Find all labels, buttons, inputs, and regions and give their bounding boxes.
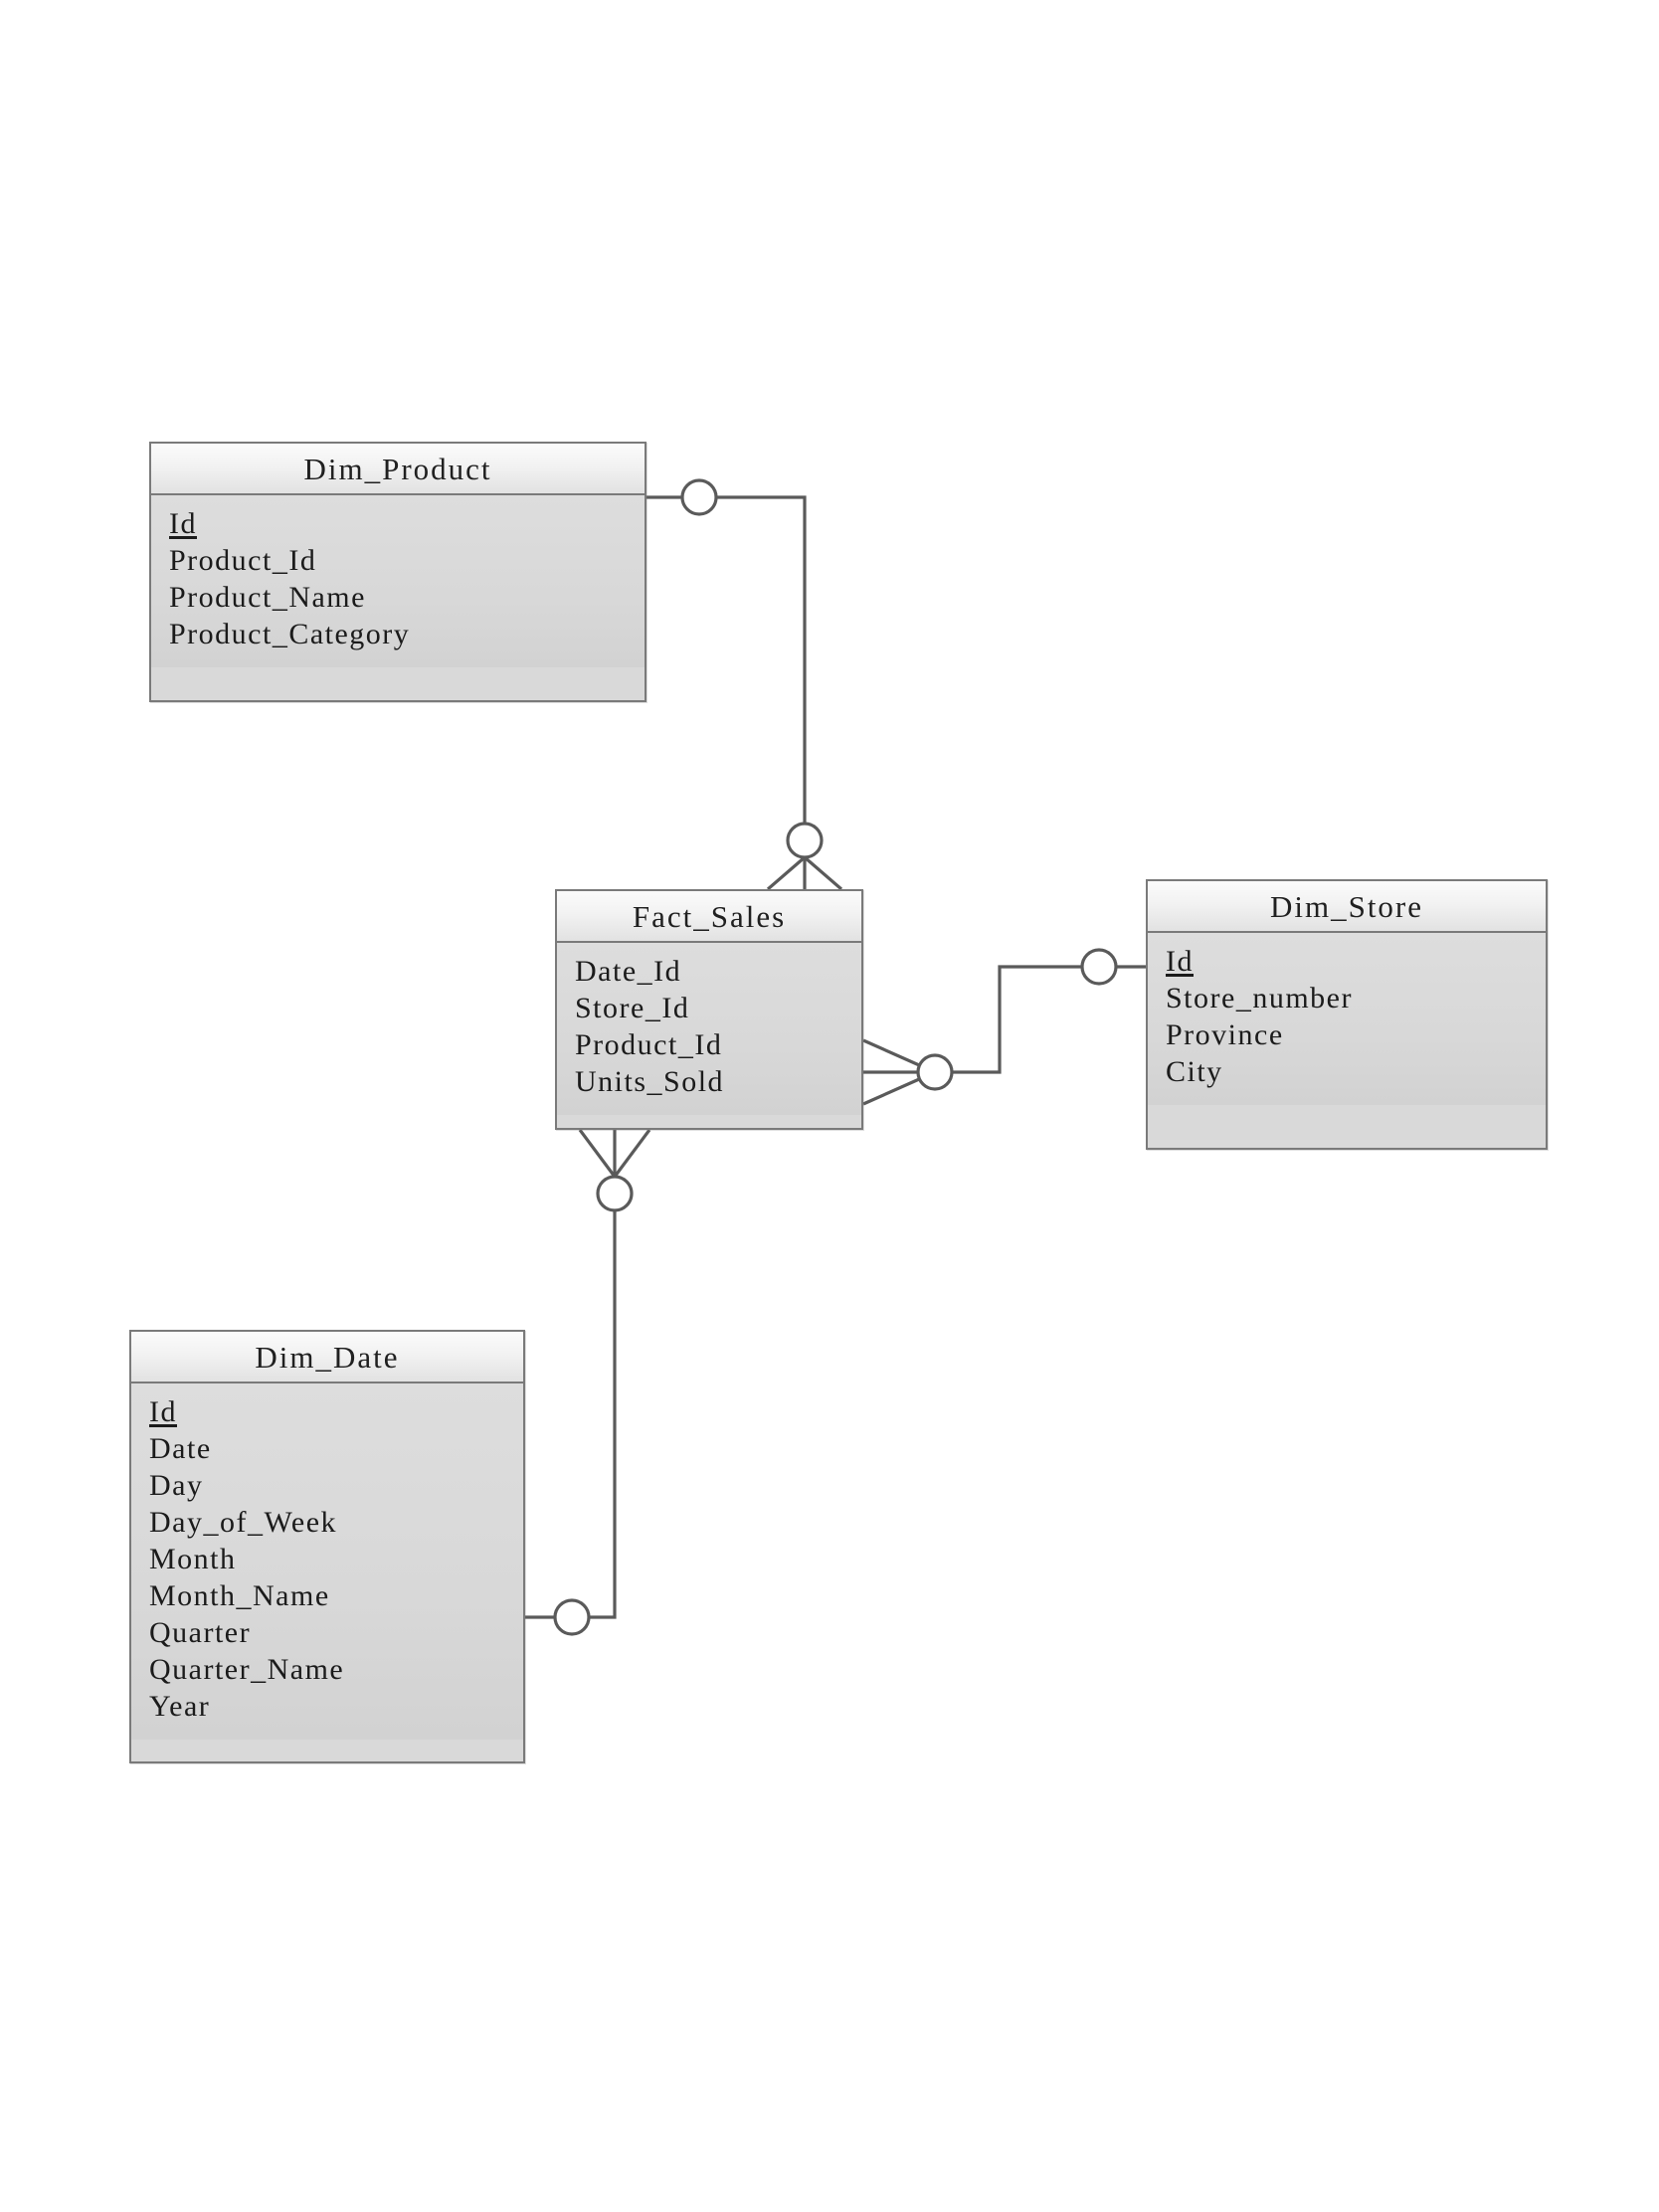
field-row: Id [169,507,197,540]
field-row: Product_Category [169,618,411,650]
field-row: Month [149,1543,237,1575]
field-row: Month_Name [149,1579,330,1612]
connector-segment [716,495,807,824]
entity-fields-fact-sales: Date_Id Store_Id Product_Id Units_Sold [557,943,861,1115]
field-row: Product_Id [575,1028,723,1061]
entity-title-dim-product: Dim_Product [151,444,645,495]
field-row: Id [1166,945,1194,978]
field-row: Date [149,1432,212,1465]
entity-dim-product[interactable]: Dim_Product Id Product_Id Product_Name P… [149,442,646,702]
entity-title-dim-date: Dim_Date [131,1332,523,1383]
cardinality-circle-one [1080,948,1118,986]
entity-fields-dim-product: Id Product_Id Product_Name Product_Categ… [151,495,645,667]
entity-fact-sales[interactable]: Fact_Sales Date_Id Store_Id Product_Id U… [555,889,863,1130]
cardinality-circle-one [553,1598,591,1636]
field-row: Year [149,1690,211,1723]
crowsfoot-product-sales [766,855,843,891]
relationship-product-to-sales[interactable] [646,478,843,891]
entity-dim-date[interactable]: Dim_Date Id Date Day Day_of_Week Month M… [129,1330,525,1763]
relationship-sales-to-date[interactable] [525,1129,651,1636]
entity-title-dim-store: Dim_Store [1148,881,1546,933]
field-row: Province [1166,1018,1284,1051]
crowsfoot-sales-date [578,1129,651,1178]
connector-segment [952,965,1082,1074]
field-row: Product_Id [169,544,317,577]
field-row: Day_of_Week [149,1506,338,1539]
field-row: Store_number [1166,982,1353,1014]
entity-title-fact-sales: Fact_Sales [557,891,861,943]
cardinality-circle-many [596,1175,634,1212]
field-row: Product_Name [169,581,366,614]
field-row: Quarter [149,1616,252,1649]
field-row: Units_Sold [575,1065,725,1098]
entity-dim-store[interactable]: Dim_Store Id Store_number Province City [1146,879,1548,1150]
connector-segment [589,1210,617,1619]
field-row: Day [149,1469,204,1502]
relationship-sales-to-store[interactable] [862,948,1146,1106]
field-row: Id [149,1395,177,1428]
cardinality-circle-one [680,478,718,516]
entity-fields-dim-store: Id Store_number Province City [1148,933,1546,1105]
field-row: City [1166,1055,1223,1088]
field-row: Store_Id [575,992,690,1024]
cardinality-circle-many [916,1053,954,1091]
field-row: Date_Id [575,955,682,988]
field-row: Quarter_Name [149,1653,345,1686]
cardinality-circle-many [786,822,824,859]
entity-fields-dim-date: Id Date Day Day_of_Week Month Month_Name… [131,1383,523,1740]
